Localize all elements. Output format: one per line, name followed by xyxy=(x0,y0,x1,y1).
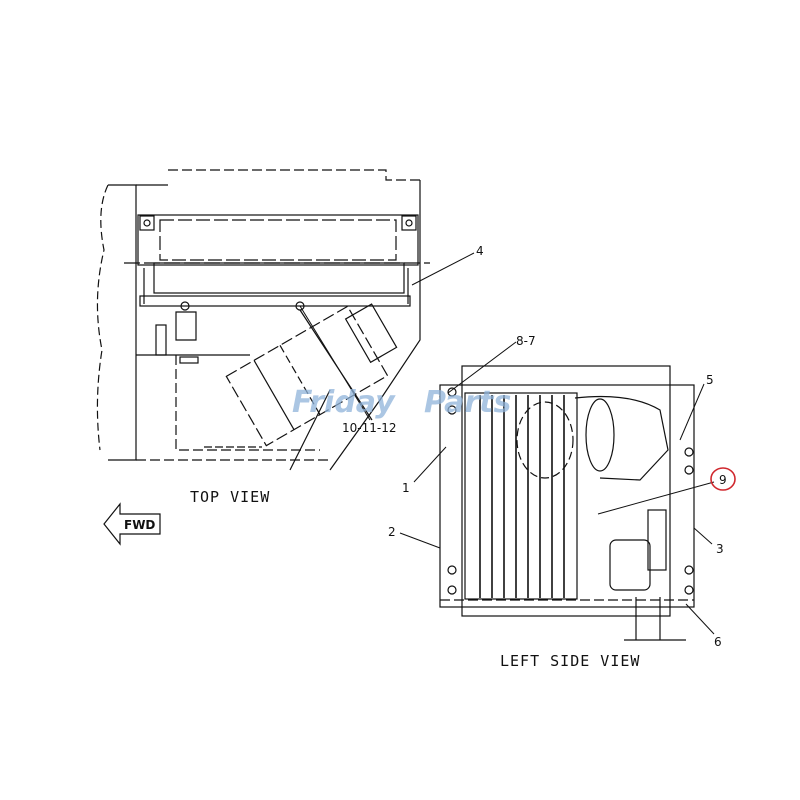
fwd-arrow-icon xyxy=(103,502,161,546)
callout-2[interactable]: 2 xyxy=(388,525,396,539)
callout-5[interactable]: 5 xyxy=(706,373,714,387)
left-side-view-title: LEFT SIDE VIEW xyxy=(500,652,640,670)
top-view-drawing xyxy=(96,169,430,471)
callout-9[interactable]: 9 xyxy=(719,473,727,487)
callout-9-highlight xyxy=(710,467,736,491)
top-view-title: TOP VIEW xyxy=(190,488,270,506)
fwd-label: FWD xyxy=(124,518,155,532)
callout-3[interactable]: 3 xyxy=(716,542,724,556)
watermark: Friday Parts xyxy=(292,385,511,420)
left-side-view-drawing xyxy=(439,365,695,641)
svg-text:Friday: Friday xyxy=(292,385,396,420)
callout-1[interactable]: 1 xyxy=(402,481,410,495)
leader-lines xyxy=(299,252,715,635)
callout-4[interactable]: 4 xyxy=(476,244,484,258)
callout-10-11-12[interactable]: 10-11-12 xyxy=(342,421,396,435)
callout-8-7[interactable]: 8-7 xyxy=(516,334,536,348)
svg-text:Parts: Parts xyxy=(424,385,511,420)
callout-6[interactable]: 6 xyxy=(714,635,722,649)
